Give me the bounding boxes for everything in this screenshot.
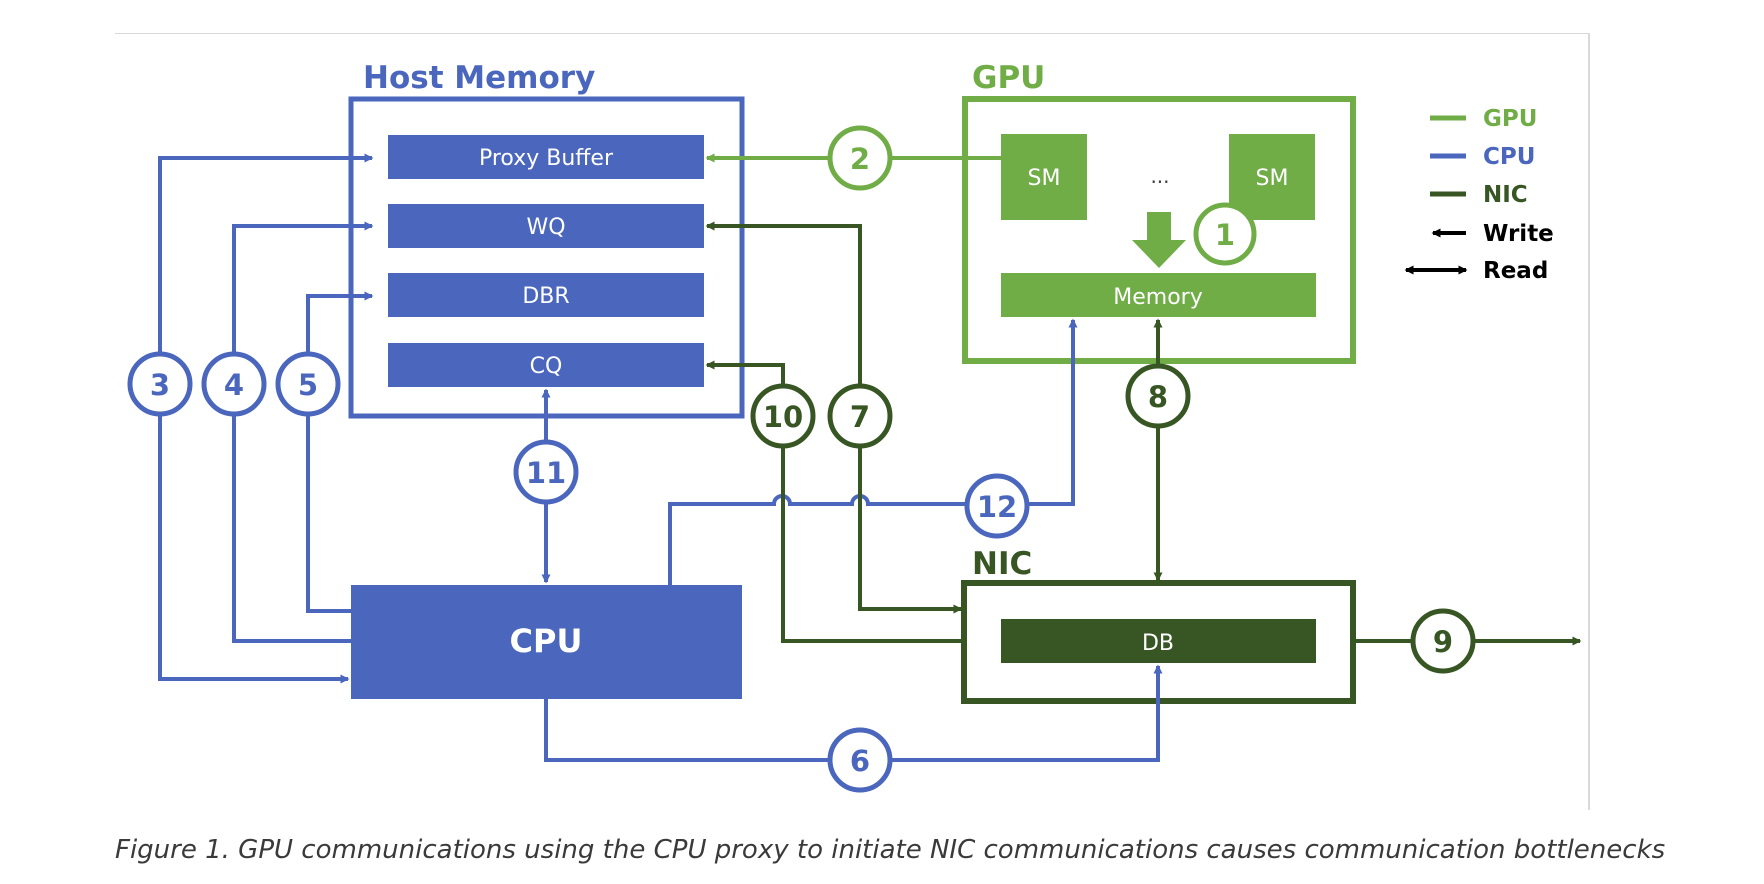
step-6-label: 6 — [850, 744, 870, 778]
cq-block — [388, 343, 704, 387]
step-10-circle — [750, 383, 816, 449]
step-2-label: 2 — [850, 142, 870, 176]
step-4-circle — [201, 351, 267, 417]
proxy-buffer-block — [388, 135, 704, 179]
sm-left-label: SM — [1028, 166, 1061, 191]
step-9-label: 9 — [1433, 625, 1453, 659]
step-7-label: 7 — [850, 400, 870, 434]
cq-label: CQ — [530, 354, 563, 379]
sm-right-block — [1229, 134, 1315, 220]
legend-nic-label: NIC — [1483, 182, 1528, 208]
proxy-buffer-label: Proxy Buffer — [479, 146, 614, 171]
dbr-block — [388, 273, 704, 317]
legend-write-label: Write — [1483, 221, 1554, 247]
legend-gpu-label: GPU — [1483, 106, 1537, 132]
step-5-circle — [275, 351, 341, 417]
step-1-circle — [1193, 202, 1257, 266]
figure-caption: Figure 1. GPU communications using the C… — [115, 835, 1666, 865]
gpu-memory-block — [1001, 273, 1316, 317]
step-10-label: 10 — [763, 400, 803, 434]
gpu-title: GPU — [972, 60, 1045, 96]
db-block — [1001, 619, 1316, 663]
wq-label: WQ — [526, 215, 565, 240]
path-3 — [158, 153, 374, 684]
step-9-circle — [1410, 608, 1476, 674]
step-3-circle — [127, 351, 193, 417]
sm-to-memory-arrow — [1132, 212, 1186, 268]
step-7-circle — [827, 383, 893, 449]
path-5 — [306, 291, 374, 613]
path-10 — [705, 360, 964, 643]
step-5-label: 5 — [298, 368, 318, 402]
step-1-label: 1 — [1215, 218, 1235, 252]
nic-title: NIC — [972, 546, 1032, 582]
path-4 — [232, 221, 374, 643]
step-11-circle — [513, 439, 579, 505]
step-2-circle — [827, 125, 893, 191]
dbr-label: DBR — [522, 284, 569, 309]
host-memory-title: Host Memory — [363, 60, 595, 96]
step-12-label: 12 — [977, 490, 1017, 524]
cpu-label: CPU — [510, 622, 583, 660]
sm-right-label: SM — [1256, 166, 1289, 191]
step-3-label: 3 — [150, 368, 170, 402]
cpu-block — [351, 585, 742, 699]
db-label: DB — [1142, 631, 1174, 656]
sm-ellipsis: ... — [1150, 164, 1169, 188]
step-8-label: 8 — [1148, 380, 1168, 414]
step-6-circle — [827, 727, 893, 793]
step-8-circle — [1125, 363, 1191, 429]
figure-frame — [115, 33, 1590, 810]
step-12-circle — [964, 473, 1030, 539]
sm-left-block — [1001, 134, 1087, 220]
step-4-label: 4 — [224, 368, 244, 402]
legend-read-label: Read — [1483, 258, 1548, 284]
wq-block — [388, 204, 704, 248]
legend-cpu-label: CPU — [1483, 144, 1535, 170]
step-11-label: 11 — [526, 456, 566, 490]
legend: GPU CPU NIC Write Read — [1404, 106, 1554, 284]
gpu-memory-label: Memory — [1113, 285, 1202, 310]
